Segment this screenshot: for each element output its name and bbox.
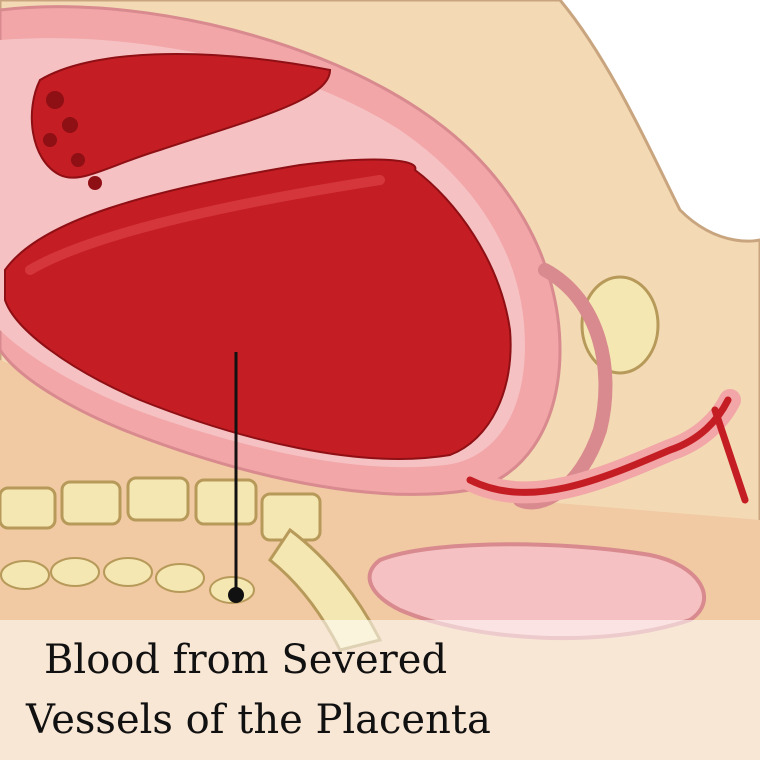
rectum: [367, 542, 707, 641]
caption-line-1: Blood from Severed: [44, 637, 448, 683]
vertebra: [60, 480, 122, 526]
caption-line-2: Vessels of the Placenta: [26, 697, 491, 743]
placenta-clot: [43, 91, 102, 190]
external-bleeding: [466, 396, 749, 504]
vertebra: [0, 486, 57, 530]
label-pointer-dot: [228, 587, 244, 603]
placenta: [30, 53, 332, 179]
blood-highlight: [25, 175, 385, 275]
vertebra: [194, 478, 258, 526]
caption-background: [0, 620, 760, 760]
vertebra: [126, 476, 190, 522]
